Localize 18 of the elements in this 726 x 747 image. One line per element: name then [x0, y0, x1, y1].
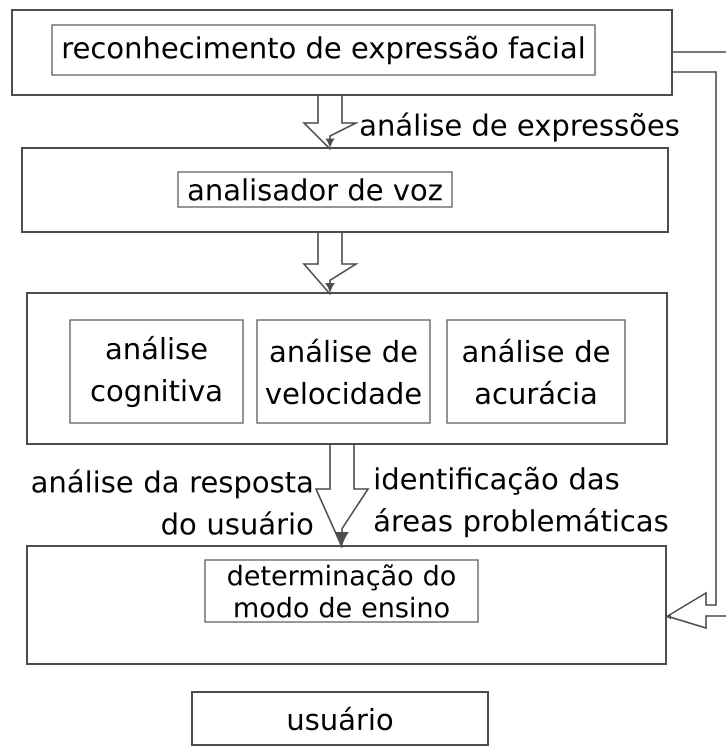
arrow — [314, 443, 370, 548]
annotation-text: identificação das áreas problemáticas — [372, 466, 674, 538]
process-box: usuário — [191, 691, 489, 746]
text-box: análise de acurácia — [446, 319, 626, 424]
text-box: reconhecimento de expressão facial — [51, 24, 596, 76]
edge-label: análise da resposta do usuário — [12, 468, 315, 536]
group-box — [26, 292, 668, 445]
arrow — [664, 51, 726, 630]
group-box — [21, 147, 669, 233]
group-box — [26, 545, 667, 665]
arrow — [302, 231, 359, 295]
text-box: determinação do modo de ensino — [204, 559, 479, 623]
arrow — [302, 94, 360, 150]
text-box: analisador de voz — [177, 171, 453, 208]
group-box — [11, 9, 673, 96]
text-box: análise de velocidade — [256, 319, 431, 424]
edge-label: análise de expressões — [358, 111, 681, 143]
text-box: análise cognitiva — [69, 319, 244, 424]
